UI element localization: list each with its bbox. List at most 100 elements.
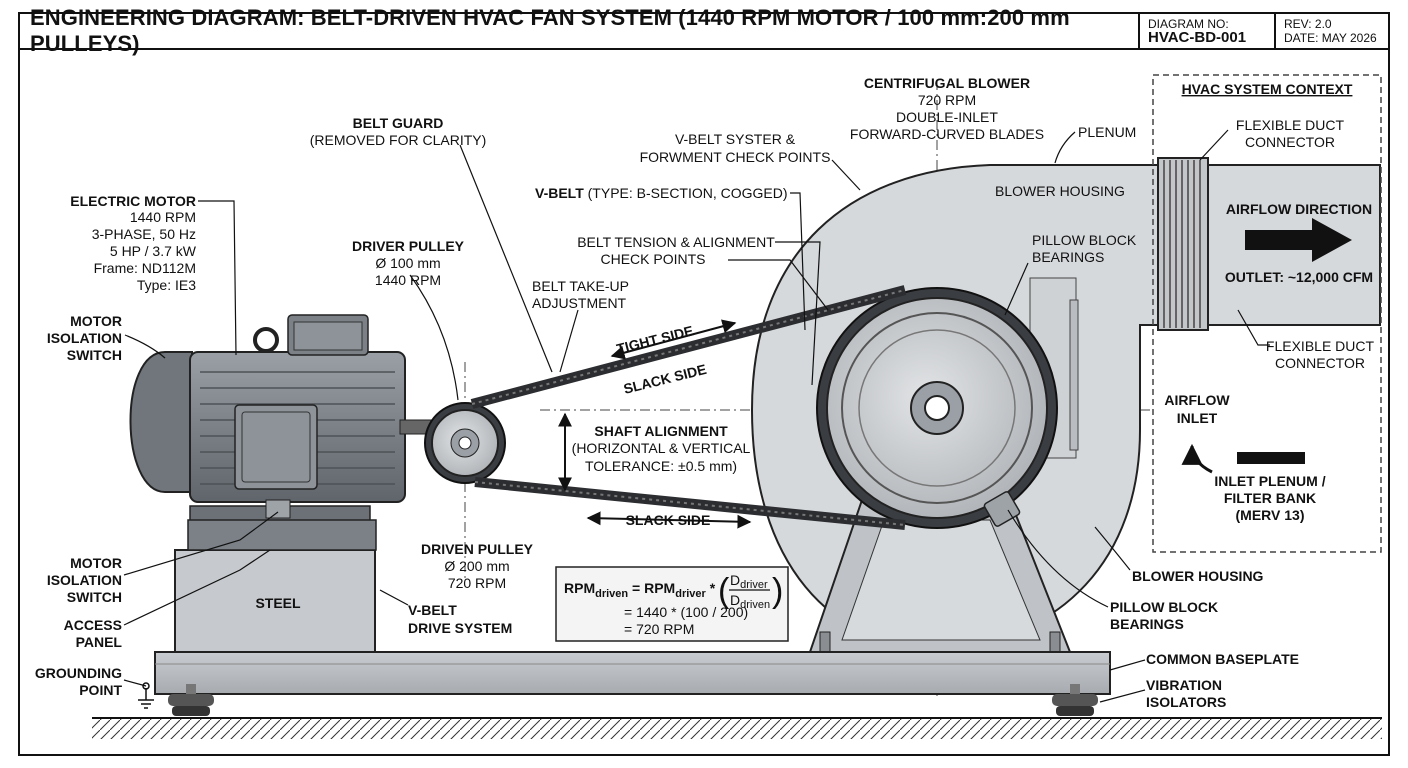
label-line: ACCESS bbox=[64, 617, 122, 633]
label-line: Ø 200 mm bbox=[444, 558, 509, 574]
leader-lines bbox=[123, 129, 1270, 703]
label-line: MOTOR bbox=[70, 555, 122, 571]
label-line: 1440 RPM bbox=[375, 272, 441, 288]
v-belt-drive-label: V-BELT DRIVE SYSTEM bbox=[408, 602, 512, 636]
ground bbox=[92, 717, 1382, 739]
label-bold: V-BELT bbox=[535, 185, 584, 201]
slack-side-bottom-label: SLACK SIDE bbox=[626, 512, 711, 528]
vibration-isolators-label: VIBRATION ISOLATORS bbox=[1146, 677, 1226, 710]
label-line: CHECK POINTS bbox=[600, 251, 705, 267]
label-line: INLET PLENUM / bbox=[1214, 473, 1325, 489]
plenum-label: PLENUM bbox=[1078, 124, 1136, 140]
label-line: BEARINGS bbox=[1110, 616, 1184, 632]
label-line: (HORIZONTAL & VERTICAL bbox=[572, 440, 751, 456]
formula-subscript: driver bbox=[675, 588, 706, 600]
outlet-cfm-label: OUTLET: ~12,000 CFM bbox=[1225, 269, 1373, 285]
label-rest: (TYPE: B-SECTION, COGGED) bbox=[584, 185, 788, 201]
label-line: BEARINGS bbox=[1032, 249, 1104, 265]
label-line: V-BELT SYSTER & bbox=[675, 131, 796, 147]
formula-line-3: = 720 RPM bbox=[624, 621, 694, 637]
label-line: MOTOR bbox=[70, 313, 122, 329]
formula-rpm: RPM bbox=[564, 580, 595, 596]
label-line: PILLOW BLOCK bbox=[1110, 599, 1218, 615]
diagram-border bbox=[18, 50, 1390, 756]
revision: REV: 2.0 bbox=[1284, 17, 1332, 31]
label-line: 720 RPM bbox=[448, 575, 506, 591]
diagram-number-label: DIAGRAM NO: bbox=[1148, 17, 1229, 31]
formula-line-1: RPMdriven = RPMdriver * bbox=[564, 580, 716, 600]
grounding-point-label: GROUNDING POINT bbox=[35, 665, 123, 698]
airflow-inlet-arrow bbox=[1181, 443, 1305, 474]
formula-eq: = bbox=[628, 580, 644, 596]
label-line: FORWARD-CURVED BLADES bbox=[850, 126, 1044, 142]
label-line: DRIVEN PULLEY bbox=[421, 541, 534, 557]
label-line: SWITCH bbox=[67, 589, 122, 605]
rpm-formula: RPMdriven = RPMdriver * ( Ddriver Ddrive… bbox=[564, 572, 783, 637]
slack-side-bottom-arrow bbox=[586, 511, 752, 529]
formula-rpm: RPM bbox=[644, 580, 675, 596]
shaft-alignment-label: SHAFT ALIGNMENT (HORIZONTAL & VERTICAL T… bbox=[572, 423, 751, 474]
motor-isolation-switch-top-label: MOTOR ISOLATION SWITCH bbox=[47, 313, 122, 363]
label-line: CENTRIFUGAL BLOWER bbox=[864, 75, 1030, 91]
motor-spec: Frame: ND112M bbox=[94, 260, 196, 276]
grounding-symbol-icon bbox=[138, 682, 154, 709]
driver-pulley bbox=[424, 402, 506, 484]
motor-spec: Type: IE3 bbox=[137, 277, 196, 293]
formula-d: D bbox=[730, 592, 740, 608]
tight-side-arrow bbox=[610, 319, 737, 360]
motor-spec: 1440 RPM bbox=[130, 209, 196, 225]
label-line: DRIVE SYSTEM bbox=[408, 620, 512, 636]
formula-numerator: Ddriver bbox=[730, 572, 768, 591]
common-baseplate-label: COMMON BASEPLATE bbox=[1146, 651, 1299, 667]
label-line: ISOLATORS bbox=[1146, 694, 1226, 710]
label-line: DRIVER PULLEY bbox=[352, 238, 465, 254]
airflow-direction-label: AIRFLOW DIRECTION bbox=[1226, 201, 1372, 217]
motor-spec: 3-PHASE, 50 Hz bbox=[92, 226, 196, 242]
blower-housing-label: BLOWER HOUSING bbox=[995, 183, 1125, 199]
belt-take-up-label: BELT TAKE-UP ADJUSTMENT bbox=[532, 278, 629, 311]
label-line: FILTER BANK bbox=[1224, 490, 1316, 506]
airflow-direction-arrow bbox=[1245, 218, 1352, 262]
label-line: GROUNDING bbox=[35, 665, 122, 681]
formula-mul: * bbox=[706, 580, 716, 596]
motor-base-steel bbox=[174, 549, 376, 653]
driven-pulley bbox=[816, 287, 1058, 529]
motor-isolation-switch-bottom-label: MOTOR ISOLATION SWITCH bbox=[47, 555, 122, 605]
label-line: ISOLATION bbox=[47, 330, 122, 346]
blower-housing-right-label: BLOWER HOUSING bbox=[1132, 568, 1264, 584]
belt-tension-check-label: BELT TENSION & ALIGNMENT CHECK POINTS bbox=[577, 234, 775, 267]
flexible-duct-connector bbox=[1157, 157, 1209, 331]
label-line: TOLERANCE: ±0.5 mm) bbox=[585, 458, 737, 474]
hvac-context-title: HVAC SYSTEM CONTEXT bbox=[1182, 81, 1353, 97]
blower-stand bbox=[808, 499, 1072, 655]
label-line: Ø 100 mm bbox=[375, 255, 440, 271]
label-line: CONNECTOR bbox=[1275, 355, 1365, 371]
revision-date: DATE: MAY 2026 bbox=[1284, 31, 1377, 45]
belt-guard-label: BELT GUARD (REMOVED FOR CLARITY) bbox=[310, 115, 487, 148]
electric-motor-title: ELECTRIC MOTOR bbox=[70, 193, 196, 209]
driver-pulley-label: DRIVER PULLEY Ø 100 mm 1440 RPM bbox=[352, 238, 465, 288]
label-line: ADJUSTMENT bbox=[532, 295, 627, 311]
v-belt-syster-label: V-BELT SYSTER & FORWMENT CHECK POINTS bbox=[640, 131, 831, 165]
label-line: V-BELT bbox=[408, 602, 457, 618]
rpm-formula-box bbox=[555, 566, 789, 642]
label-line: PILLOW BLOCK bbox=[1032, 232, 1137, 248]
vibration-isolators bbox=[168, 684, 1098, 716]
formula-d: D bbox=[730, 572, 740, 588]
label-line: CONNECTOR bbox=[1245, 134, 1335, 150]
common-baseplate bbox=[154, 651, 1111, 695]
pillow-block-bearing bbox=[983, 491, 1021, 527]
label-line: INLET bbox=[1177, 410, 1218, 426]
label-line: (REMOVED FOR CLARITY) bbox=[310, 132, 487, 148]
motor-spec: 5 HP / 3.7 kW bbox=[110, 243, 197, 259]
label-line: 720 RPM bbox=[918, 92, 976, 108]
label-line: AIRFLOW bbox=[1164, 392, 1230, 408]
driven-pulley-label: DRIVEN PULLEY Ø 200 mm 720 RPM bbox=[421, 541, 534, 591]
label-line: VIBRATION bbox=[1146, 677, 1222, 693]
formula-denominator: Ddriven bbox=[730, 592, 770, 611]
label-line: FLEXIBLE DUCT bbox=[1266, 338, 1375, 354]
pillow-block-bottom-label: PILLOW BLOCK BEARINGS bbox=[1110, 599, 1218, 632]
label-line: POINT bbox=[79, 682, 122, 698]
label-line: FLEXIBLE DUCT bbox=[1236, 117, 1345, 133]
